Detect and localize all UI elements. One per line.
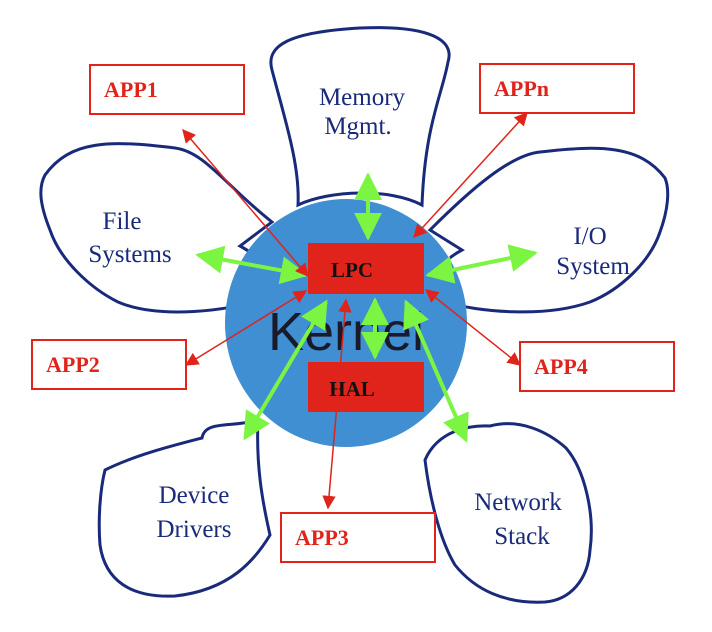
- app1-lpc-arrow: [182, 128, 309, 278]
- app3-label: APP3: [295, 525, 349, 550]
- device-drivers-petal: [97, 417, 272, 598]
- io-lpc-arrow: [425, 244, 538, 284]
- io-system-petal: [427, 146, 670, 314]
- appn-box: [479, 63, 635, 114]
- io-label-line1: I/O: [573, 223, 606, 250]
- red-arrows: [182, 112, 528, 510]
- lpc-box: [308, 243, 424, 294]
- kernel-label: Kernel: [268, 302, 424, 362]
- app2-box: [31, 339, 187, 390]
- device-lpc-arrow: [243, 299, 328, 441]
- file-label-line1: File: [103, 208, 142, 235]
- network-stack-petal: [423, 422, 593, 604]
- app4-lpc-arrow: [424, 289, 522, 366]
- device-label-line2: Drivers: [157, 516, 232, 543]
- device-label-line1: Device: [159, 482, 230, 509]
- app3-box: [280, 512, 436, 563]
- app2-label: APP2: [46, 352, 100, 377]
- app1-box: [89, 64, 245, 115]
- app4-box: [519, 341, 675, 392]
- network-lpc-arrow: [403, 299, 469, 443]
- lpc-label: LPC: [331, 258, 373, 282]
- memory-label-line2: Mgmt.: [324, 113, 391, 140]
- app1-label: APP1: [104, 77, 158, 102]
- io-label-line2: System: [556, 253, 630, 280]
- file-label-line2: Systems: [88, 241, 171, 268]
- hal-label: HAL: [329, 377, 375, 401]
- appn-label: APPn: [494, 76, 549, 101]
- network-label-line1: Network: [474, 489, 562, 516]
- memory-label-line1: Memory: [319, 84, 406, 111]
- app2-lpc-arrow: [184, 290, 308, 366]
- app4-label: APP4: [534, 354, 588, 379]
- network-label-line2: Stack: [494, 523, 550, 550]
- appn-lpc-arrow: [413, 112, 528, 238]
- app3-lpc-arrow: [322, 298, 352, 510]
